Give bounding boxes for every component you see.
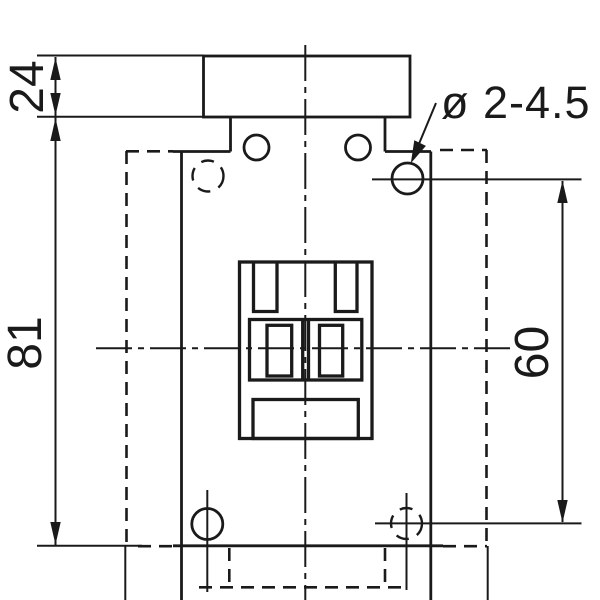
- switch-body: [173, 150, 443, 600]
- dimension-24: 24: [1, 54, 204, 118]
- bottom-extension-lines: [124, 546, 489, 600]
- actuator-lower-box: [251, 397, 360, 441]
- dimension-81: 81: [0, 117, 142, 547]
- lower-hidden-block: [199, 548, 408, 589]
- terminal-right: [317, 323, 345, 378]
- mounting-holes: [190, 159, 425, 592]
- hole-callout: ø 2-4.5: [410, 77, 591, 164]
- dim-label-81: 81: [0, 316, 52, 369]
- mounting-hole-top-left: [191, 159, 225, 193]
- centerlines: [96, 45, 513, 600]
- terminal-box: [247, 317, 364, 382]
- terminal-left: [265, 323, 294, 378]
- switch-head: [202, 54, 412, 162]
- dimension-60: 60: [372, 178, 582, 525]
- actuator-block: [237, 260, 374, 441]
- dim-label-60: 60: [506, 326, 559, 379]
- actuator-slot-left: [251, 262, 279, 314]
- mounting-hole-top-right: [390, 161, 425, 196]
- dim-label-24: 24: [1, 60, 54, 113]
- arrowhead-down-icon: [50, 522, 61, 545]
- head-outline: [202, 54, 412, 119]
- head-screw-left: [242, 133, 271, 162]
- arrowhead-up-icon: [50, 118, 61, 141]
- arrowhead-up-icon: [50, 57, 61, 80]
- arrowhead-down-icon: [50, 93, 61, 116]
- arrowhead-down-icon: [557, 500, 568, 523]
- hole-callout-label: ø 2-4.5: [441, 77, 591, 128]
- arrowhead-up-icon: [557, 180, 568, 203]
- actuator-slot-right: [333, 262, 359, 314]
- head-screw-right: [344, 133, 372, 162]
